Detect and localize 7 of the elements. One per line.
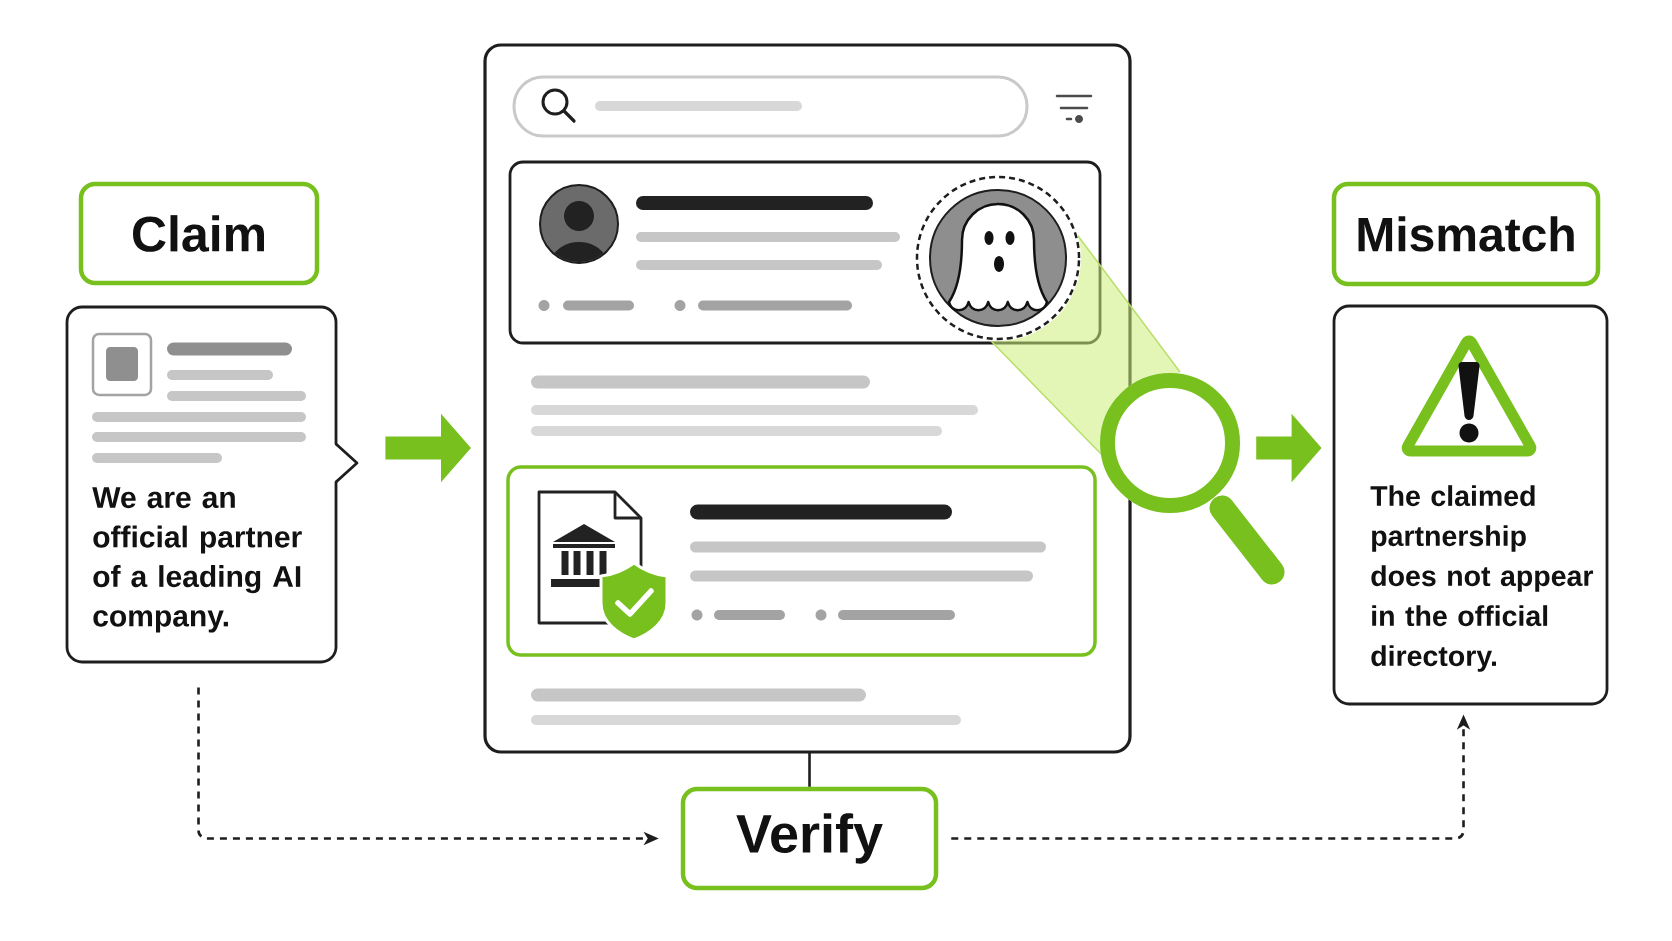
message-card: The claimed partnership does not appear in the official directory.	[1332, 304, 1609, 706]
magnifier-icon	[990, 234, 1285, 585]
label-box: Claim	[78, 181, 320, 286]
connector-line	[808, 752, 811, 787]
label-box: Mismatch	[1331, 181, 1601, 287]
browser-window	[483, 43, 1132, 754]
process-box: Verify	[680, 786, 939, 891]
